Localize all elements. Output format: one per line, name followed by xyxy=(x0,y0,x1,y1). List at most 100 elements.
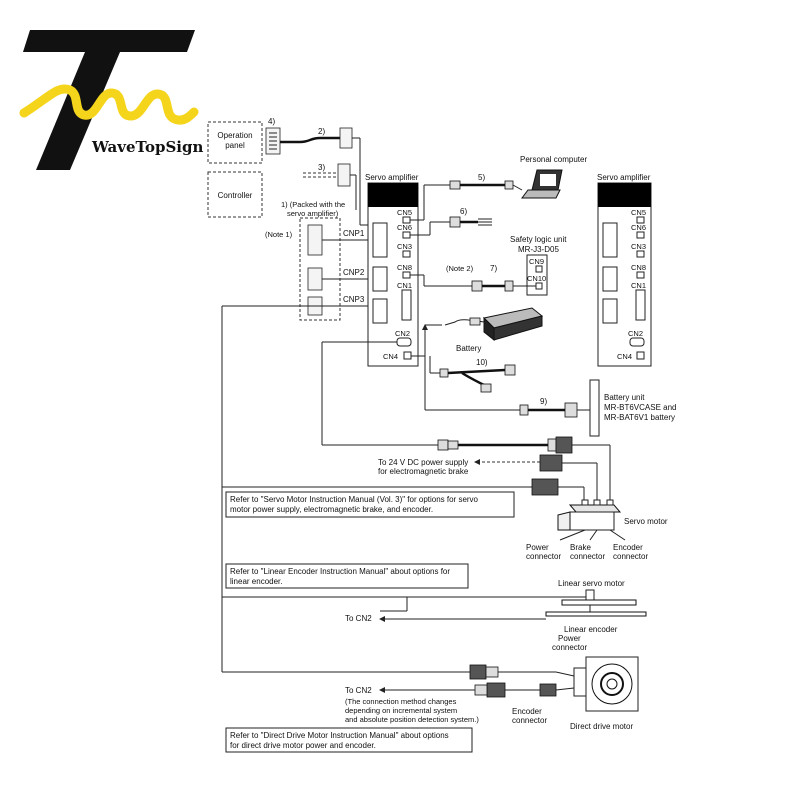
amp-left-cn8-label: CN8 xyxy=(397,263,412,272)
callout-9: 9) xyxy=(540,397,547,406)
amp-right-cn6-label: CN6 xyxy=(631,223,646,232)
brake-connector-label-1: Brake xyxy=(570,543,591,552)
dd-to-cn2-label: To CN2 xyxy=(345,686,372,695)
battery-unit: Battery unit MR-BT6VCASE and MR-BAT6V1 b… xyxy=(589,379,676,437)
callout-2: 2) xyxy=(318,127,325,136)
callout-5: 5) xyxy=(478,173,485,182)
encoder-cable xyxy=(321,341,611,502)
cnp2-plug xyxy=(307,267,323,291)
callout-1-sub: servo amplifier) xyxy=(287,209,339,218)
battery-label: Battery xyxy=(456,344,481,353)
cable-7: (Note 2) 7) xyxy=(410,264,536,292)
brake-supply-label-1: To 24 V DC power supply xyxy=(378,458,468,467)
servo-motor: Servo motor Power connector Brake connec… xyxy=(526,499,668,561)
direct-drive-motor-label: Direct drive motor xyxy=(570,722,633,731)
amp-right-cn8-label: CN8 xyxy=(631,263,646,272)
linear-ref-line-2: linear encoder. xyxy=(230,577,282,586)
linear-servo-motor: Linear servo motor Linear encoder To CN2 xyxy=(222,579,647,634)
safety-unit-model: MR-J3-D05 xyxy=(518,245,559,254)
linear-ref-box: Refer to "Linear Encoder Instruction Man… xyxy=(225,563,469,589)
callout-6: 6) xyxy=(460,207,467,216)
cnp3-label: CNP3 xyxy=(343,295,365,304)
dd-ref-box: Refer to "Direct Drive Motor Instruction… xyxy=(225,727,473,753)
logo-bar-shape xyxy=(23,30,195,52)
dd-ref-line-1: Refer to "Direct Drive Motor Instruction… xyxy=(230,731,449,740)
cable-5: 5) xyxy=(410,173,523,221)
callout-1: 1) (Packed with the xyxy=(281,200,345,209)
power-connector-label-2: connector xyxy=(526,552,561,561)
safety-logic-unit: Safety logic unit MR-J3-D05 CN9 CN10 xyxy=(510,235,567,296)
logo-brand-text: WaveTopSign xyxy=(91,138,203,156)
safety-cn10-label: CN10 xyxy=(527,274,546,283)
amp-right-cn4-label: CN4 xyxy=(617,352,632,361)
power-cable xyxy=(221,305,585,672)
amp-right-cn5-label: CN5 xyxy=(631,208,646,217)
brake-supply: To 24 V DC power supply for electromagne… xyxy=(378,454,598,502)
dd-ref-line-2: for direct drive motor power and encoder… xyxy=(230,741,376,750)
servo-motor-label: Servo motor xyxy=(624,517,668,526)
cnp2-label: CNP2 xyxy=(343,268,365,277)
safety-cn9-label: CN9 xyxy=(529,257,544,266)
battery-unit-title: Battery unit xyxy=(604,393,645,402)
linear-servo-motor-label: Linear servo motor xyxy=(558,579,625,588)
amp-left-cn5-label: CN5 xyxy=(397,208,412,217)
cable-3-plug xyxy=(337,163,351,187)
cable-9: 9) xyxy=(519,397,590,418)
cnp1-plug xyxy=(307,224,323,256)
brake-supply-label-2: for electromagnetic brake xyxy=(378,467,469,476)
amp-left-cn4-label: CN4 xyxy=(383,352,398,361)
amplifier-right-display xyxy=(598,183,651,207)
controller-box: Controller xyxy=(207,171,263,218)
amp-right-cn3-label: CN3 xyxy=(631,242,646,251)
servo-motor-ref-line-2: motor power supply, electromagnetic brak… xyxy=(230,505,433,514)
personal-computer-label: Personal computer xyxy=(520,155,587,164)
dd-note-line-3: and absolute position detection system.) xyxy=(345,715,479,724)
direct-drive-motor: Power connector To CN2 (The connection m… xyxy=(222,634,639,731)
battery-unit-model-2: MR-BAT6V1 battery xyxy=(604,413,675,422)
logo-wave-shape xyxy=(19,84,199,125)
operation-panel-label: Operation xyxy=(217,131,252,140)
controller-label: Controller xyxy=(218,191,253,200)
amp-left-cn1-label: CN1 xyxy=(397,281,412,290)
callout-3: 3) xyxy=(318,163,325,172)
servo-amplifier-left: Servo amplifier CN5 CN6 CN3 CN8 CN1 CN2 … xyxy=(365,173,419,367)
amp-left-cn3-label: CN3 xyxy=(397,242,412,251)
linear-to-cn2-label: To CN2 xyxy=(345,614,372,623)
dd-note-line-2: depending on incremental system xyxy=(345,706,457,715)
servo-amplifier-right-title: Servo amplifier xyxy=(597,173,651,182)
callout-4: 4) xyxy=(268,117,275,126)
encoder-connector-label-2: connector xyxy=(613,552,648,561)
packed-connectors: 1) (Packed with the servo amplifier) (No… xyxy=(265,200,372,321)
cnp1-label: CNP1 xyxy=(343,229,365,238)
servo-amplifier-left-title: Servo amplifier xyxy=(365,173,419,182)
encoder-connector-label-1: Encoder xyxy=(613,543,643,552)
battery: Battery xyxy=(444,307,544,353)
dd-encoder-connector-label-2: connector xyxy=(512,716,547,725)
cable-2-4: 4) 2) xyxy=(265,117,372,226)
operation-panel-label-2: panel xyxy=(225,141,245,150)
servo-amplifier-right: Servo amplifier CN5 CN6 CN3 CN8 CN1 CN2 … xyxy=(597,173,652,367)
dd-power-connector-label-1: Power xyxy=(558,634,581,643)
linear-ref-line-1: Refer to "Linear Encoder Instruction Man… xyxy=(230,567,450,576)
operation-panel-box: Operation panel xyxy=(207,121,263,164)
safety-unit-title: Safety logic unit xyxy=(510,235,567,244)
callout-7: 7) xyxy=(490,264,497,273)
cable-2-plug xyxy=(339,127,353,149)
cable-3: 3) xyxy=(303,163,357,210)
linear-encoder-label: Linear encoder xyxy=(564,625,618,634)
battery-unit-model-1: MR-BT6VCASE and xyxy=(604,403,676,412)
servo-motor-ref-line-1: Refer to "Servo Motor Instruction Manual… xyxy=(230,495,479,504)
power-connector-label-1: Power xyxy=(526,543,549,552)
brake-connector-label-2: connector xyxy=(570,552,605,561)
note-1-label: (Note 1) xyxy=(265,230,293,239)
amp-right-cn2-label: CN2 xyxy=(628,329,643,338)
amplifier-left-display xyxy=(368,183,418,207)
servo-motor-ref-box: Refer to "Servo Motor Instruction Manual… xyxy=(225,491,515,518)
dd-power-connector-label-2: connector xyxy=(552,643,587,652)
callout-10: 10) xyxy=(476,358,488,367)
amp-left-cn6-label: CN6 xyxy=(397,223,412,232)
cable-6: 6) xyxy=(410,207,492,236)
amp-right-cn1-label: CN1 xyxy=(631,281,646,290)
personal-computer: Personal computer xyxy=(520,155,587,199)
